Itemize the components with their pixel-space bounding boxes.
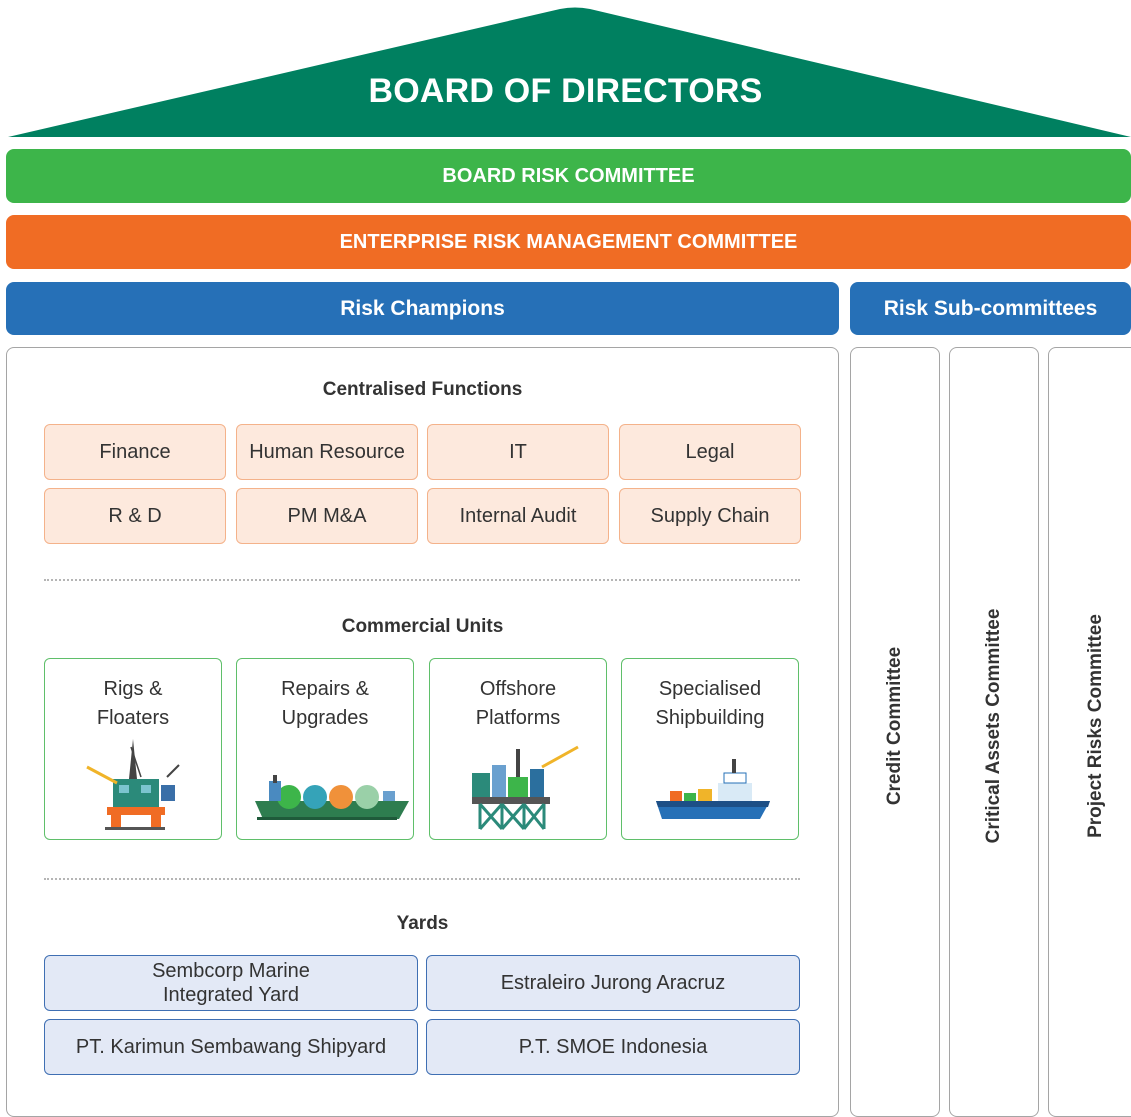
subcommittee-label: Project Risks Committee (1085, 614, 1106, 838)
unit-label: Repairs & Upgrades (281, 678, 369, 729)
subcommittee-label: Credit Committee (884, 646, 905, 806)
unit-specialised-shipbuilding: Specialised Shipbuilding (621, 658, 799, 840)
offshore-platform-icon (472, 745, 579, 830)
board-of-directors-title: BOARD OF DIRECTORS (368, 72, 763, 110)
unit-label: Offshore Platforms (475, 678, 561, 729)
function-supply-chain: Supply Chain (619, 488, 801, 544)
function-r-and-d: R & D (44, 488, 226, 544)
risk-champions-header: Risk Champions (6, 282, 839, 335)
yards-title: Yards (396, 913, 449, 934)
function-finance: Finance (44, 424, 226, 480)
specialised-vessel-icon (656, 759, 770, 819)
yard-estraleiro-jurong-aracruz: Estraleiro Jurong Aracruz (426, 955, 800, 1011)
subcommittee-label: Critical Assets Committee (983, 608, 1004, 844)
board-roof (8, 7, 1131, 137)
unit-repairs-upgrades: Repairs & Upgrades (236, 658, 414, 840)
yard-pt-karimun-sembawang: PT. Karimun Sembawang Shipyard (44, 1019, 418, 1075)
subcommittee-critical-assets: Critical Assets Committee (949, 347, 1039, 1117)
section-divider (44, 579, 800, 581)
oil-rig-icon (86, 739, 180, 830)
unit-rigs-floaters: Rigs & Floaters (44, 658, 222, 840)
function-it: IT (427, 424, 609, 480)
lng-carrier-icon (255, 775, 409, 820)
board-risk-committee-band: BOARD RISK COMMITTEE (6, 149, 1131, 203)
erm-committee-band: ENTERPRISE RISK MANAGEMENT COMMITTEE (6, 215, 1131, 269)
risk-subcommittees-header: Risk Sub-committees (850, 282, 1131, 335)
function-human-resource: Human Resource (236, 424, 418, 480)
subcommittee-project-risks: Project Risks Committee (1048, 347, 1131, 1117)
function-internal-audit: Internal Audit (427, 488, 609, 544)
commercial-units-title: Commercial Units (341, 616, 504, 637)
function-legal: Legal (619, 424, 801, 480)
unit-offshore-platforms: Offshore Platforms (429, 658, 607, 840)
subcommittee-credit: Credit Committee (850, 347, 940, 1117)
yard-pt-smoe-indonesia: P.T. SMOE Indonesia (426, 1019, 800, 1075)
yard-sembcorp-marine-integrated: Sembcorp Marine Integrated Yard (44, 955, 418, 1011)
function-pm-m-and-a: PM M&A (236, 488, 418, 544)
section-divider (44, 878, 800, 880)
unit-label: Rigs & Floaters (96, 678, 170, 729)
centralised-functions-title: Centralised Functions (322, 379, 523, 400)
unit-label: Specialised Shipbuilding (655, 678, 765, 729)
